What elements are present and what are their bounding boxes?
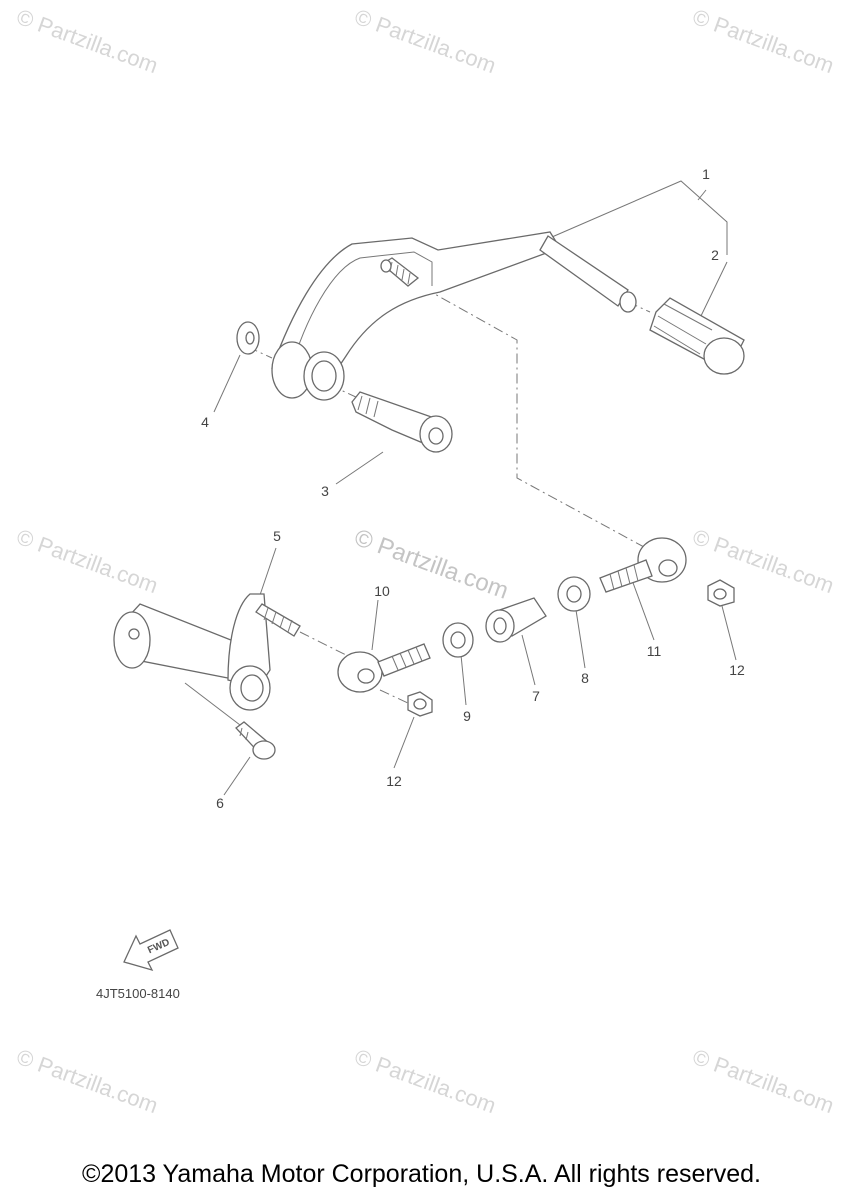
callout-7: 7 <box>532 688 540 704</box>
part-1-pedal-arm <box>271 231 637 401</box>
callout-12: 12 <box>729 662 745 678</box>
part-6-bolt <box>235 721 276 760</box>
part-8-collar <box>557 576 591 612</box>
callout-11: 11 <box>646 643 662 659</box>
diagram-part-code: 4JT5100-8140 <box>96 986 180 1001</box>
part-12-nut-right <box>707 579 735 607</box>
callout-12: 12 <box>386 773 402 789</box>
callout-5: 5 <box>273 528 281 544</box>
callout-3: 3 <box>321 483 329 499</box>
part-9-nut <box>442 622 474 658</box>
callout-4: 4 <box>201 414 209 430</box>
copyright-notice: ©2013 Yamaha Motor Corporation, U.S.A. A… <box>82 1160 761 1188</box>
callout-6: 6 <box>216 795 224 811</box>
part-5-shift-lever <box>113 593 301 711</box>
pedal-arm-stud <box>380 257 420 287</box>
part-2-pedal-rubber <box>649 297 745 375</box>
callout-10: 10 <box>374 583 390 599</box>
part-12-nut-lower <box>407 691 433 717</box>
callout-1: 1 <box>702 166 710 182</box>
part-7-spacer <box>485 597 547 643</box>
fwd-arrow-icon: FWD <box>123 929 179 972</box>
part-3-pivot-bolt <box>351 391 453 453</box>
callout-2: 2 <box>711 247 719 263</box>
part-4-washer <box>236 321 260 355</box>
leader-lines <box>184 180 737 796</box>
callout-9: 9 <box>463 708 471 724</box>
part-11-rod-end <box>599 537 687 593</box>
part-10-rod-end <box>337 643 431 693</box>
callout-8: 8 <box>581 670 589 686</box>
